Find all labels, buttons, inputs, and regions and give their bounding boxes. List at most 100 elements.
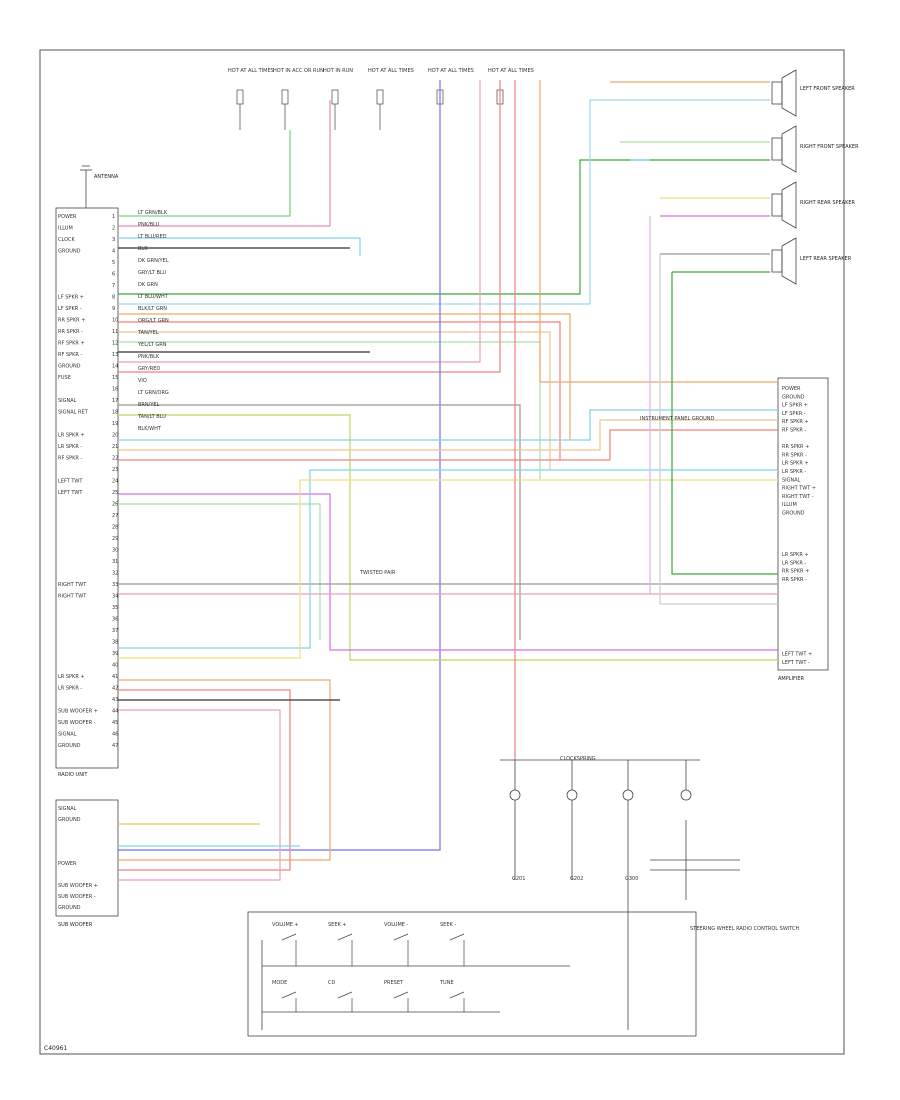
radio-pin-label: LF SPKR + bbox=[58, 295, 84, 301]
wire-color-label: BRN/YEL bbox=[138, 402, 160, 408]
switch-label: MODE bbox=[272, 980, 287, 986]
radio-pin-number: 5 bbox=[112, 260, 115, 266]
radio-pin-number: 1 bbox=[112, 214, 115, 220]
radio-pin-number: 29 bbox=[112, 536, 118, 542]
switch-contact bbox=[281, 991, 297, 999]
left-front-speaker-label: LEFT FRONT SPEAKER bbox=[800, 86, 855, 92]
amp-pin-label: SIGNAL bbox=[782, 477, 801, 483]
radio-pin-number: 33 bbox=[112, 582, 118, 588]
note-label: CLOCKSPRING bbox=[560, 756, 596, 762]
radio-pin-label: LEFT TWT bbox=[58, 490, 83, 496]
radio-pin-label: SIGNAL RET bbox=[58, 410, 89, 416]
wire-color-label: GRY/RED bbox=[138, 366, 160, 372]
radio-pin-number: 30 bbox=[112, 548, 118, 554]
note-label: G300 bbox=[625, 876, 638, 882]
radio-pin-label: GROUND bbox=[58, 364, 81, 370]
radio-pin-number: 23 bbox=[112, 467, 118, 473]
amp-pin-label: LEFT TWT + bbox=[782, 652, 812, 658]
radio-pin-label: SIGNAL bbox=[58, 398, 77, 404]
radio-pin-label: SUB WOOFER + bbox=[58, 709, 98, 715]
fuse-label: HOT AT ALL TIMES bbox=[488, 68, 534, 74]
radio-pin-number: 6 bbox=[112, 272, 115, 278]
switch-contact bbox=[449, 991, 465, 999]
radio-pin-label: RF SPKR - bbox=[58, 456, 82, 462]
wire-color-label: BLK bbox=[138, 246, 148, 252]
switch-label: SEEK + bbox=[328, 922, 347, 928]
switch-label: VOLUME - bbox=[384, 922, 409, 928]
radio-pin-number: 45 bbox=[112, 720, 118, 726]
wire-dk-grn-yel bbox=[118, 159, 770, 295]
switch-bus-lines bbox=[261, 940, 570, 1030]
antenna-icon bbox=[80, 165, 92, 208]
note-label: G202 bbox=[570, 876, 583, 882]
radio-pin-label: ILLUM bbox=[58, 226, 73, 232]
fuse-icon bbox=[376, 89, 384, 105]
wire-orange-1 bbox=[118, 313, 571, 440]
amp-pin-label: ILLUM bbox=[782, 502, 797, 508]
radio-pin-number: 44 bbox=[112, 709, 118, 715]
radio-pin-label: RF SPKR - bbox=[58, 352, 82, 358]
radio-pin-number: 14 bbox=[112, 364, 118, 370]
note-label: STEERING WHEEL RADIO CONTROL SWITCH bbox=[690, 926, 799, 932]
wire-color-label: YEL/LT GRN bbox=[137, 342, 167, 348]
radio-pin-label: LR SPKR - bbox=[58, 444, 82, 450]
wire-lt-grn-3 bbox=[118, 503, 321, 640]
switch-label: VOLUME + bbox=[272, 922, 299, 928]
wire-red-2 bbox=[118, 429, 778, 461]
wire-pnk-sub bbox=[118, 709, 281, 881]
radio-pin-number: 12 bbox=[112, 341, 118, 347]
switch-contact bbox=[393, 933, 409, 941]
amp-pin-label: RIGHT TWT + bbox=[782, 486, 816, 492]
wire-color-label: LT BLU/WHT bbox=[138, 294, 169, 300]
switch-label: SEEK - bbox=[440, 922, 456, 928]
radio-pin-number: 32 bbox=[112, 571, 118, 577]
amp-pin-label: LEFT TWT - bbox=[782, 660, 810, 666]
amp-pin-label: GROUND bbox=[782, 394, 805, 400]
wire-color-label: VIO bbox=[138, 378, 147, 384]
wire-color-label: BLK/WHT bbox=[138, 426, 162, 432]
radio-pin-number: 43 bbox=[112, 697, 118, 703]
switch-label: PRESET bbox=[384, 980, 404, 986]
wire-lt-blu-2 bbox=[118, 409, 778, 441]
radio-unit-box bbox=[55, 207, 119, 769]
sub-pin-label: POWER bbox=[58, 861, 77, 867]
wire-color-label: LT GRN/BLK bbox=[138, 210, 168, 216]
ground-symbols bbox=[500, 759, 740, 1030]
wire-pnk-blu bbox=[118, 100, 331, 227]
radio-pin-number: 28 bbox=[112, 525, 118, 531]
radio-pin-label: SUB WOOFER - bbox=[58, 720, 96, 726]
note-label: TWISTED PAIR bbox=[359, 570, 396, 576]
radio-pin-number: 9 bbox=[112, 306, 115, 312]
note-label: G201 bbox=[512, 876, 525, 882]
radio-pin-number: 17 bbox=[112, 398, 118, 404]
radio-pin-number: 34 bbox=[112, 594, 118, 600]
amp-pin-label: RR SPKR - bbox=[782, 452, 807, 458]
amp-pin-label: RR SPKR + bbox=[782, 444, 809, 450]
note-label: INSTRUMENT PANEL GROUND bbox=[640, 416, 715, 422]
steering-switch-box bbox=[247, 911, 697, 1037]
radio-pin-number: 16 bbox=[112, 387, 118, 393]
radio-pin-number: 7 bbox=[112, 283, 115, 289]
right-rear-speaker-label: RIGHT REAR SPEAKER bbox=[800, 200, 856, 206]
amp-pin-label: RF SPKR - bbox=[782, 428, 806, 434]
amp-pin-label: GROUND bbox=[782, 511, 805, 517]
radio-pin-number: 4 bbox=[112, 249, 115, 255]
sub-woofer-box bbox=[55, 799, 119, 917]
wire-red-1 bbox=[118, 321, 561, 460]
right-front-speaker-icon bbox=[771, 125, 797, 173]
wire-color-label: TAN/LT BLU bbox=[137, 414, 166, 420]
left-front-speaker-icon bbox=[771, 69, 797, 117]
switch-contact bbox=[449, 933, 465, 941]
radio-pin-label: GROUND bbox=[58, 249, 81, 255]
switch-contact bbox=[337, 991, 353, 999]
radio-pin-number: 37 bbox=[112, 628, 118, 634]
radio-pin-label: CLOCK bbox=[58, 237, 76, 243]
radio-pin-number: 31 bbox=[112, 559, 118, 565]
wire-red-sub bbox=[118, 689, 291, 871]
switch-label: CD bbox=[328, 980, 335, 986]
radio-pin-number: 22 bbox=[112, 456, 118, 462]
amp-pin-label: RF SPKR + bbox=[782, 419, 809, 425]
left-rear-speaker-label: LEFT REAR SPEAKER bbox=[800, 256, 852, 262]
sub-pin-label: SIGNAL bbox=[58, 806, 77, 812]
